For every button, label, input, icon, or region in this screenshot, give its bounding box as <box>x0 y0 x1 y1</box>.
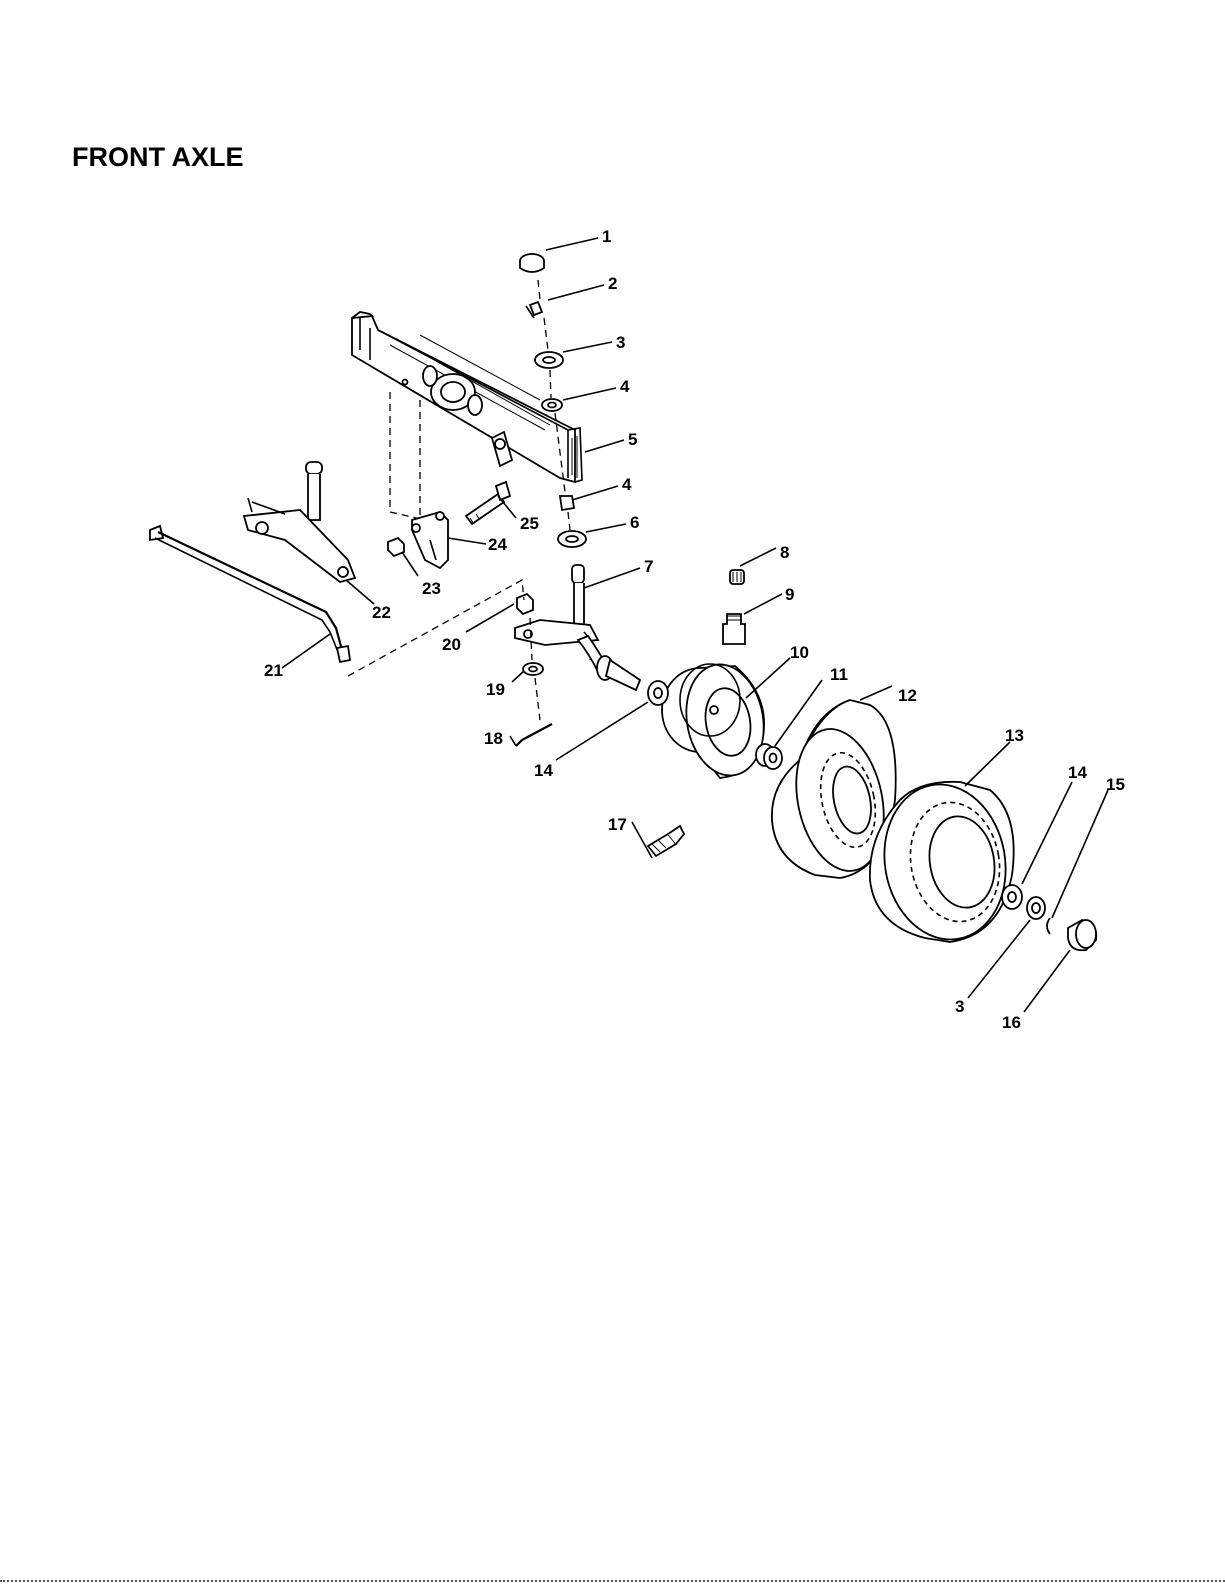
callout-5: 5 <box>628 430 637 449</box>
callout-8: 8 <box>780 543 789 562</box>
callout-17: 17 <box>608 815 627 834</box>
cotter-pin-18 <box>516 724 552 746</box>
callout-20: 20 <box>442 635 461 654</box>
steering-arm-22 <box>244 462 355 582</box>
callout-2: 2 <box>608 274 617 293</box>
callout-1: 1 <box>602 227 611 246</box>
callout-11: 11 <box>830 665 848 684</box>
page-bottom-border <box>0 1580 1225 1582</box>
nut-23 <box>388 538 404 556</box>
callout-25: 25 <box>520 514 539 533</box>
callout-18: 18 <box>484 729 503 748</box>
callout-21: 21 <box>264 661 283 680</box>
wheel-rim <box>662 658 772 781</box>
callout-6: 6 <box>630 513 639 532</box>
bushing-9 <box>723 614 745 644</box>
callout-10: 10 <box>790 643 809 662</box>
bracket-24 <box>412 512 448 568</box>
callout-19: 19 <box>486 680 505 699</box>
nut-20 <box>517 594 533 614</box>
callout-15: 15 <box>1106 775 1125 794</box>
valve-stem-17 <box>648 826 684 856</box>
grease-fitting-8 <box>730 570 744 584</box>
callout-12: 12 <box>898 686 917 705</box>
callout-7: 7 <box>644 557 653 576</box>
callout-24: 24 <box>488 535 507 554</box>
callout-23: 23 <box>422 579 441 598</box>
axle-beam <box>352 312 582 482</box>
callout-4a: 4 <box>620 377 630 396</box>
callout-13: 13 <box>1005 726 1024 745</box>
callout-9: 9 <box>785 585 794 604</box>
retaining-ring-15 <box>1047 918 1050 934</box>
callout-14a: 14 <box>534 761 553 780</box>
bearing-11 <box>756 744 782 769</box>
callout-3b: 3 <box>955 997 964 1016</box>
callout-16: 16 <box>1002 1013 1021 1032</box>
callout-14b: 14 <box>1068 763 1087 782</box>
callout-22: 22 <box>372 603 391 622</box>
callout-4b: 4 <box>622 475 632 494</box>
callout-3: 3 <box>616 333 625 352</box>
hub-cap-16 <box>1068 920 1096 950</box>
